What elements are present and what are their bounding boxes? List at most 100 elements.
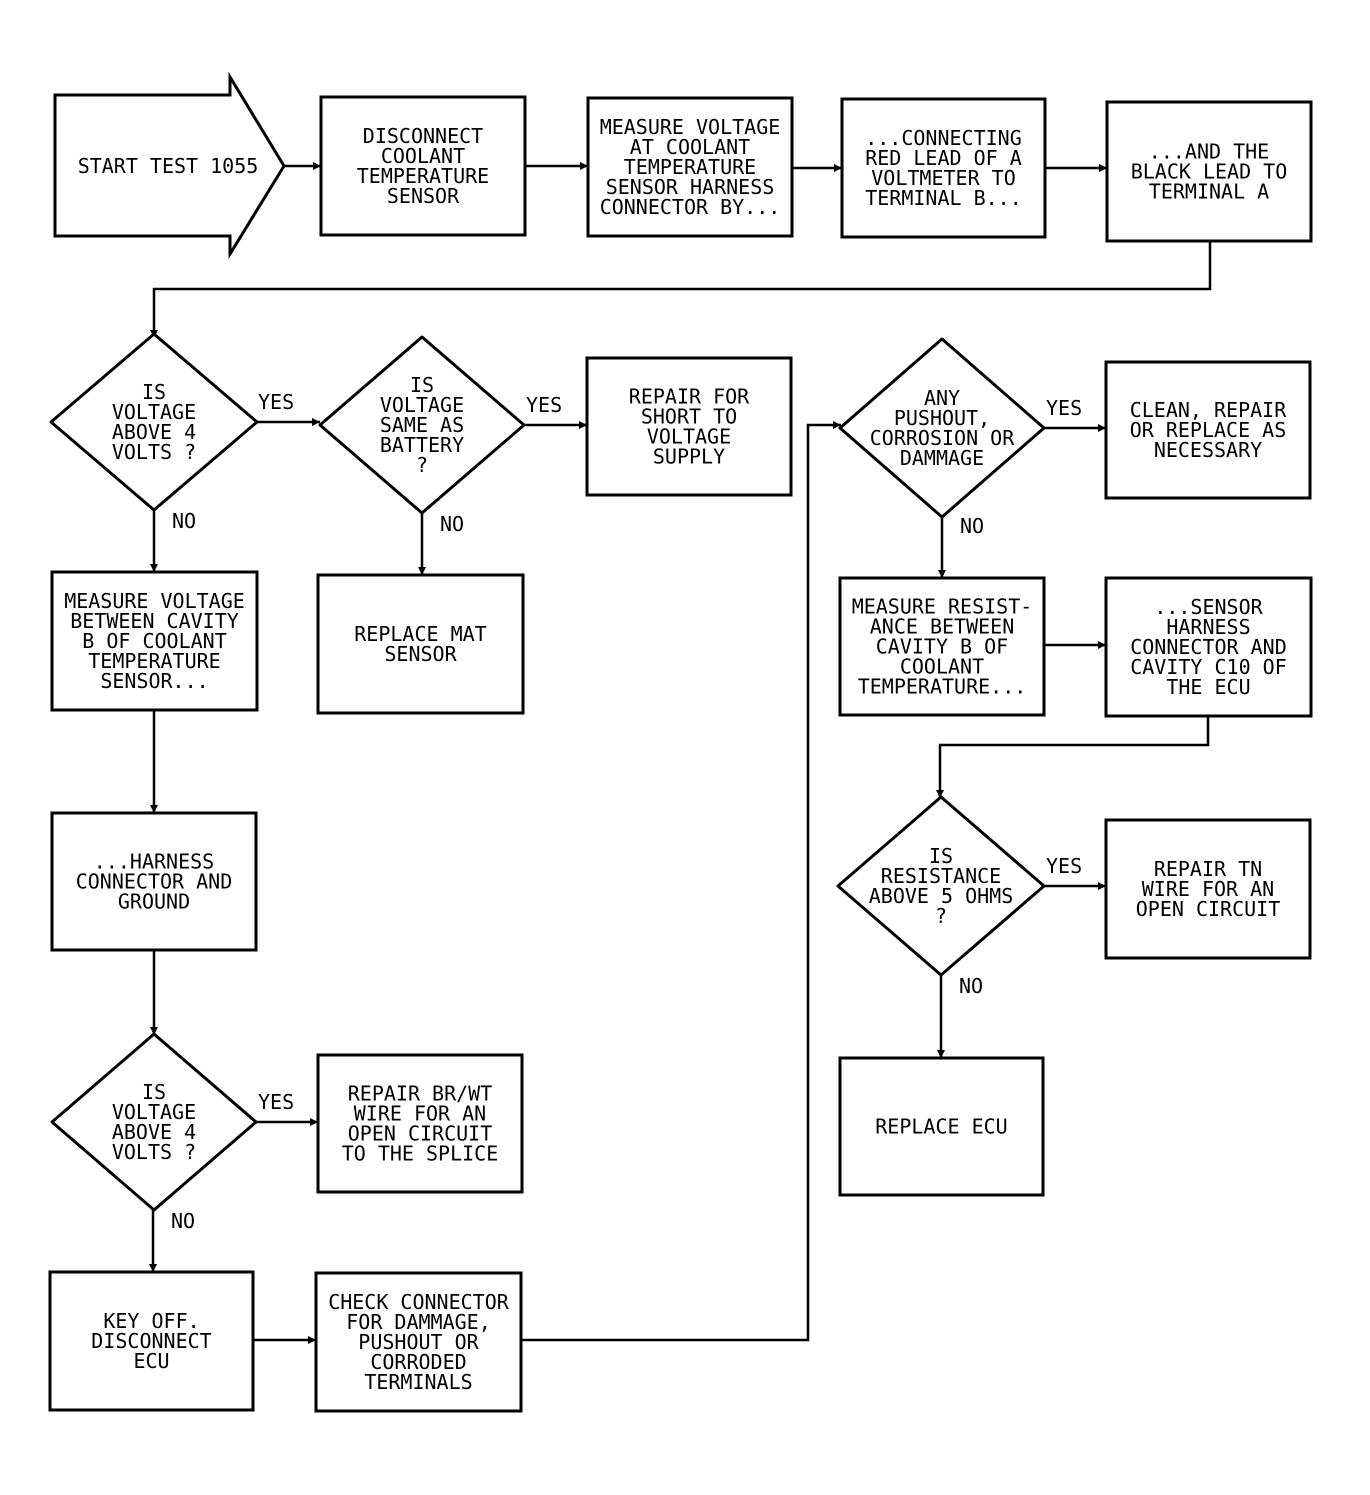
- node-text-line: VOLTAGE: [647, 425, 731, 449]
- edge-check-d4: [521, 421, 841, 1342]
- edge-label-d2-yes: YES: [526, 393, 562, 417]
- node-text-line: PUSHOUT,: [894, 406, 990, 430]
- node-text-line: VOLTS ?: [112, 440, 196, 464]
- node-text-line: IS: [142, 1080, 166, 1104]
- process-box: [48, 1270, 255, 1412]
- node-text-line: MEASURE RESIST-: [852, 595, 1033, 619]
- node-text-line: SUPPLY: [653, 445, 725, 469]
- node-text-line: ...HARNESS: [94, 850, 214, 874]
- node-text-line: DAMMAGE: [900, 446, 984, 470]
- process-box: [319, 95, 527, 237]
- node-text-line: OR REPLACE AS: [1130, 418, 1287, 442]
- node-text-line: CONNECTOR BY...: [600, 195, 781, 219]
- node-text-line: CONNECTOR AND: [1130, 635, 1287, 659]
- edges: [149, 162, 1212, 1344]
- node-text-line: BETWEEN CAVITY: [70, 609, 239, 633]
- node-text-line: GROUND: [118, 890, 190, 914]
- process-box: [314, 1271, 523, 1413]
- process-box: [586, 96, 794, 238]
- node-text-line: VOLTS ?: [112, 1140, 196, 1164]
- node-text-line: TEMPERATURE...: [858, 675, 1027, 699]
- decision-diamond: [836, 795, 1046, 977]
- node-text-line: VOLTAGE: [112, 400, 196, 424]
- process-box: [316, 1053, 524, 1194]
- node-text-line: AT COOLANT: [630, 135, 750, 159]
- node-text-line: TEMPERATURE: [624, 155, 756, 179]
- node-text-line: ABOVE 4: [112, 1120, 196, 1144]
- process-box: [838, 576, 1046, 717]
- process-box: [50, 570, 259, 712]
- node-text-line: CAVITY B OF: [876, 635, 1008, 659]
- node-text-line: REPAIR BR/WT: [348, 1082, 493, 1106]
- node-text-line: WIRE FOR AN: [354, 1102, 486, 1126]
- node-text-line: CORRODED: [370, 1350, 466, 1374]
- edge-label-d3-no: NO: [171, 1209, 195, 1233]
- node-text-line: CLEAN, REPAIR: [1130, 398, 1287, 422]
- node-text-line: ...CONNECTING: [865, 126, 1022, 150]
- node-text-line: DISCONNECT: [91, 1329, 211, 1353]
- node-text-line: SENSOR: [387, 184, 460, 208]
- process-box: [50, 811, 258, 952]
- decision-diamond: [49, 332, 259, 512]
- decision-diamond: [318, 335, 526, 515]
- process-box: [316, 573, 525, 715]
- node-text-line: WIRE FOR AN: [1142, 877, 1274, 901]
- edge-label-d1-no: NO: [172, 509, 196, 533]
- process-box: [585, 356, 793, 497]
- node-text-line: OPEN CIRCUIT: [1136, 897, 1281, 921]
- process-box: [1104, 360, 1312, 500]
- node-text-line: ...SENSOR: [1154, 595, 1263, 619]
- process-box: [840, 97, 1047, 239]
- node-text-line: IS: [142, 380, 166, 404]
- edge-label-d5-no: NO: [959, 974, 983, 998]
- node-text-line: THE ECU: [1166, 675, 1250, 699]
- process-box: [1105, 100, 1313, 243]
- node-text-line: SAME AS: [380, 413, 464, 437]
- node-text-line: CHECK CONNECTOR: [328, 1290, 510, 1314]
- node-text-line: CONNECTOR AND: [76, 870, 233, 894]
- edge-label-d5-yes: YES: [1046, 854, 1082, 878]
- node-text-line: REPAIR FOR: [629, 385, 750, 409]
- edge-labels: YES NO YES NO YES NO YES NO YES NO: [171, 390, 1082, 1233]
- node-text-line: REPAIR TN: [1154, 857, 1262, 881]
- edge-label-d2-no: NO: [440, 512, 464, 536]
- node-text-line: BATTERY: [380, 433, 464, 457]
- node-text-line: IS: [929, 844, 953, 868]
- process-box: [838, 1056, 1045, 1197]
- node-text-line: ...AND THE: [1149, 140, 1269, 164]
- edge-black-d1: [150, 241, 1212, 338]
- node-text-line: REPLACE ECU: [875, 1115, 1007, 1139]
- process-box: [1104, 576, 1313, 718]
- node-replaceEcu: REPLACE ECU: [838, 1056, 1045, 1197]
- node-text-line: ?: [416, 453, 428, 477]
- node-text-line: ABOVE 4: [112, 420, 196, 444]
- edge-label-d4-yes: YES: [1046, 396, 1082, 420]
- node-text-line: ANY: [924, 386, 960, 410]
- node-text-line: SENSOR HARNESS: [606, 175, 775, 199]
- node-text-line: OPEN CIRCUIT: [348, 1122, 493, 1146]
- node-text-line: COOLANT: [381, 144, 465, 168]
- node-text-line: B OF COOLANT: [82, 629, 227, 653]
- node-text-line: MEASURE VOLTAGE: [64, 589, 245, 613]
- process-box: [1104, 818, 1312, 960]
- node-text-line: IS: [410, 373, 434, 397]
- node-text-line: ANCE BETWEEN: [870, 615, 1015, 639]
- start-arrow: [53, 71, 286, 260]
